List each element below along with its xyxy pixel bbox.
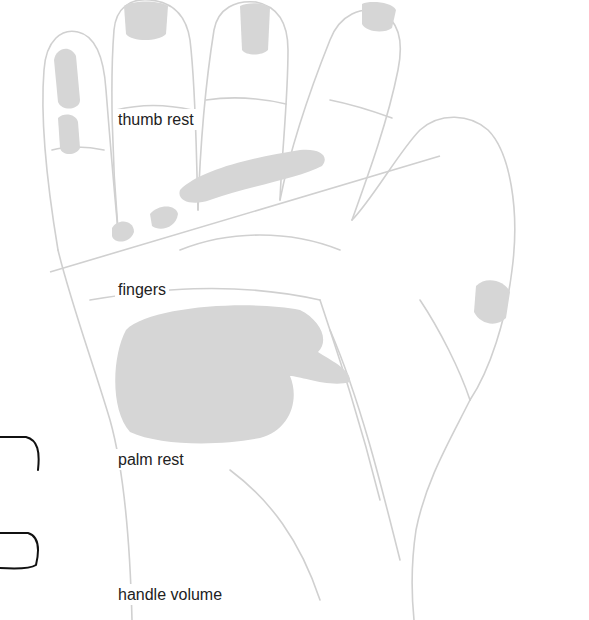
bracket — [0, 437, 39, 569]
hand-outline — [43, 0, 515, 620]
part-label: fingers — [115, 279, 169, 300]
part-label: handle volume — [115, 584, 225, 605]
contact-areas — [54, 2, 510, 444]
part-label: palm rest — [115, 449, 187, 470]
part-label: thumb rest — [115, 109, 197, 130]
